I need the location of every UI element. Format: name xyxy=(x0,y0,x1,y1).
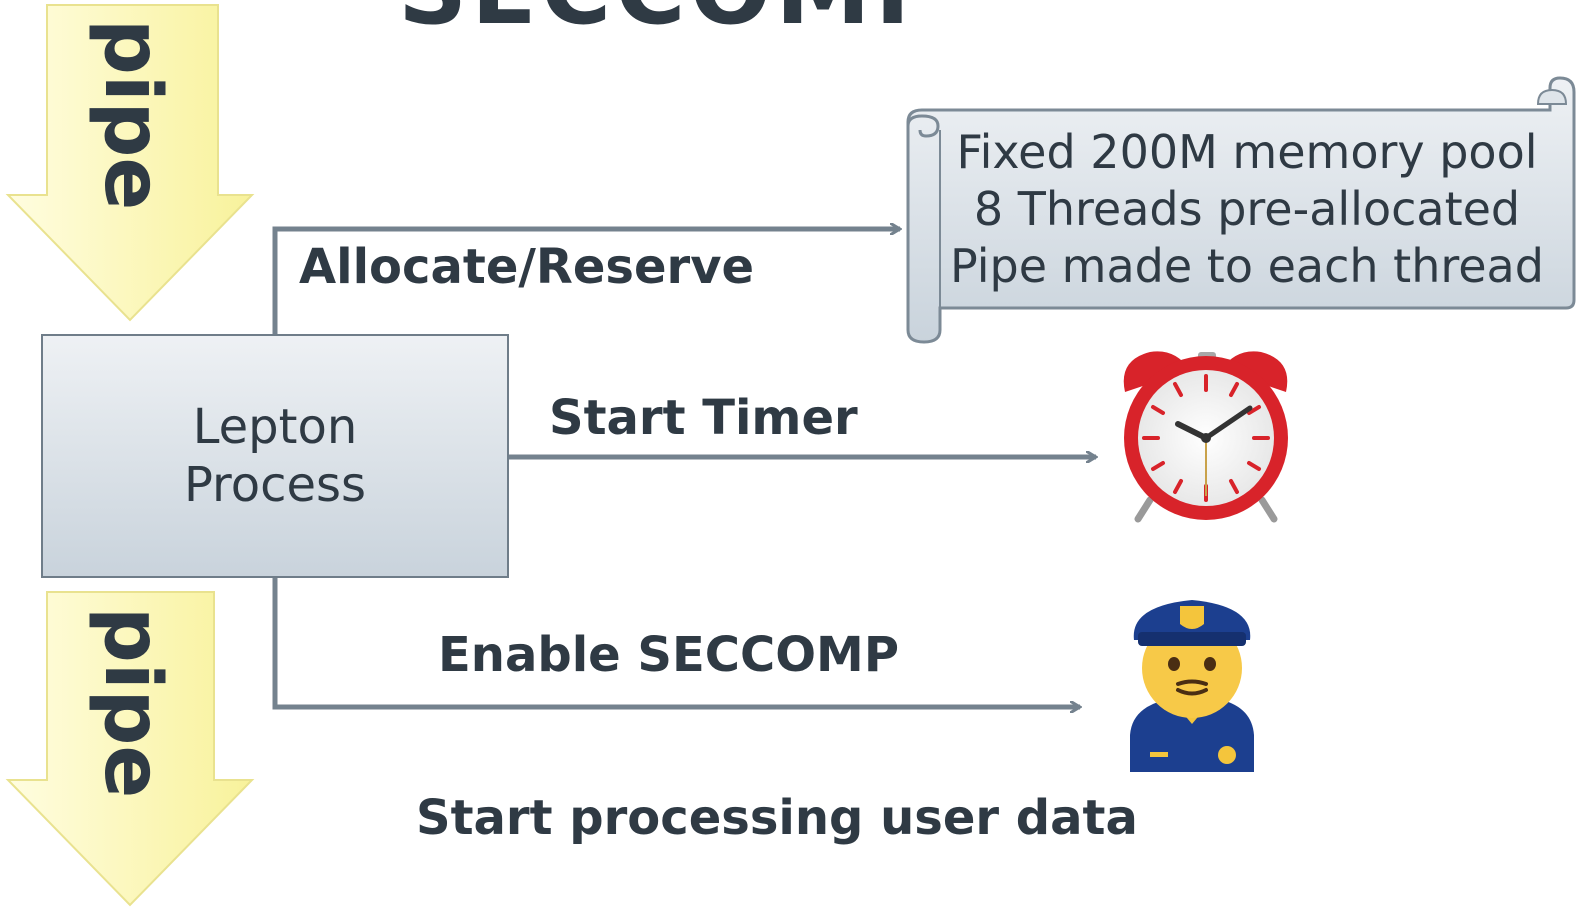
start-processing-label: Start processing user data xyxy=(416,790,1138,846)
scroll-text-block: Fixed 200M memory pool 8 Threads pre-all… xyxy=(944,124,1550,295)
scroll-line-memory: Fixed 200M memory pool xyxy=(956,125,1538,179)
pipe-arrow-top xyxy=(5,4,255,322)
allocate-connector xyxy=(272,229,900,334)
process-label-line1: Lepton xyxy=(192,399,358,455)
seccomp-connector xyxy=(272,578,1080,707)
police-officer-icon xyxy=(1130,600,1254,772)
lepton-process-box: Lepton Process xyxy=(41,334,509,578)
pipe-label-top: pipe xyxy=(87,19,177,211)
scroll-line-threads: 8 Threads pre-allocated xyxy=(973,182,1521,236)
pipe-label-bottom: pipe xyxy=(87,607,177,799)
start-timer-label: Start Timer xyxy=(549,390,858,446)
scroll-shape xyxy=(906,76,1576,344)
allocate-label: Allocate/Reserve xyxy=(299,239,755,295)
pipe-arrow-bottom xyxy=(5,591,255,907)
scroll-line-pipe: Pipe made to each thread xyxy=(950,239,1544,293)
process-label-line2: Process xyxy=(183,457,367,513)
enable-seccomp-label: Enable SECCOMP xyxy=(438,627,899,683)
alarm-clock-icon xyxy=(1123,351,1288,523)
slide-title: SECCOMP xyxy=(398,0,949,38)
